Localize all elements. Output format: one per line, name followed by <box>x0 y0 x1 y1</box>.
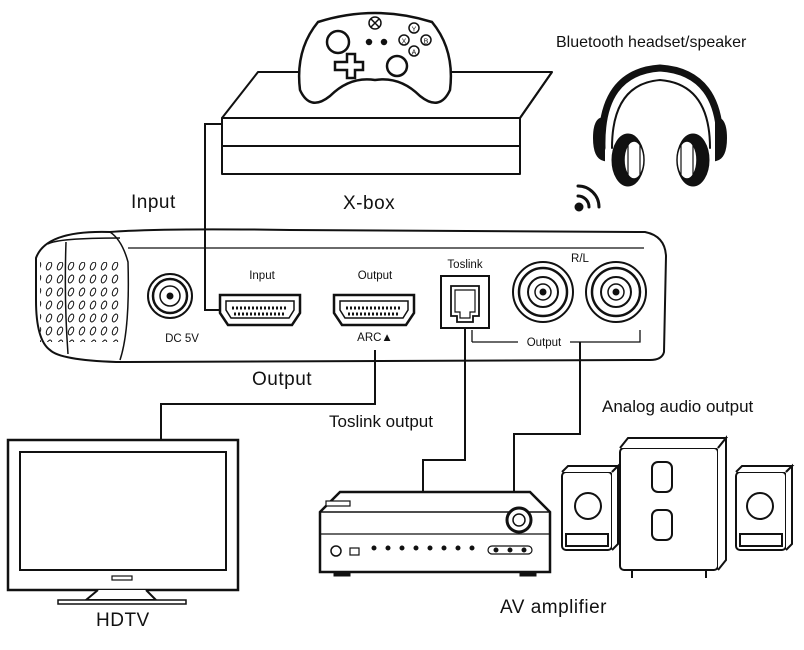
input-cable <box>204 123 222 311</box>
toslink-output-label: Toslink output <box>329 412 433 431</box>
rca-jack-icon-right <box>585 261 647 323</box>
toslink-cable <box>422 328 466 492</box>
av-amplifier-label: AV amplifier <box>500 597 608 618</box>
hdmi-input-port <box>218 293 302 327</box>
speaker-icon <box>561 435 795 578</box>
amplifier-icon <box>318 490 552 577</box>
analog-cable <box>513 342 581 492</box>
cables <box>160 123 581 492</box>
xbox-label: X-box <box>343 193 396 214</box>
output-cable-label: Output <box>252 369 313 390</box>
port-rl-label: R/L <box>571 253 590 265</box>
port-input-label: Input <box>249 270 275 282</box>
wireless-signal-icon <box>574 184 601 212</box>
analog-group-label: Output <box>527 337 562 349</box>
gamepad-icon <box>297 11 453 104</box>
controller-btn-y: Y <box>412 27 417 34</box>
toslink-port-icon <box>440 275 490 329</box>
bluetooth-label: Bluetooth headset/speaker <box>556 34 747 51</box>
hdtv-label: HDTV <box>96 610 150 631</box>
rca-jack-icon <box>512 261 574 323</box>
output-cable <box>160 350 376 440</box>
arc-label: ARC▲ <box>357 332 393 344</box>
xbox-console <box>221 71 553 175</box>
port-output-label: Output <box>358 270 393 282</box>
controller-btn-a: A <box>412 50 417 57</box>
controller-btn-x: X <box>402 39 407 46</box>
input-cable-label: Input <box>131 192 176 213</box>
dc-label: DC 5V <box>165 333 199 345</box>
dc-jack-icon <box>147 273 193 319</box>
analog-output-bracket <box>471 330 641 343</box>
headphones-icon <box>592 64 728 187</box>
hdmi-output-port <box>332 293 416 327</box>
port-toslink-label: Toslink <box>447 259 482 271</box>
tv-icon <box>6 438 240 605</box>
controller-btn-b: B <box>424 39 429 46</box>
analog-output-label: Analog audio output <box>602 397 754 416</box>
